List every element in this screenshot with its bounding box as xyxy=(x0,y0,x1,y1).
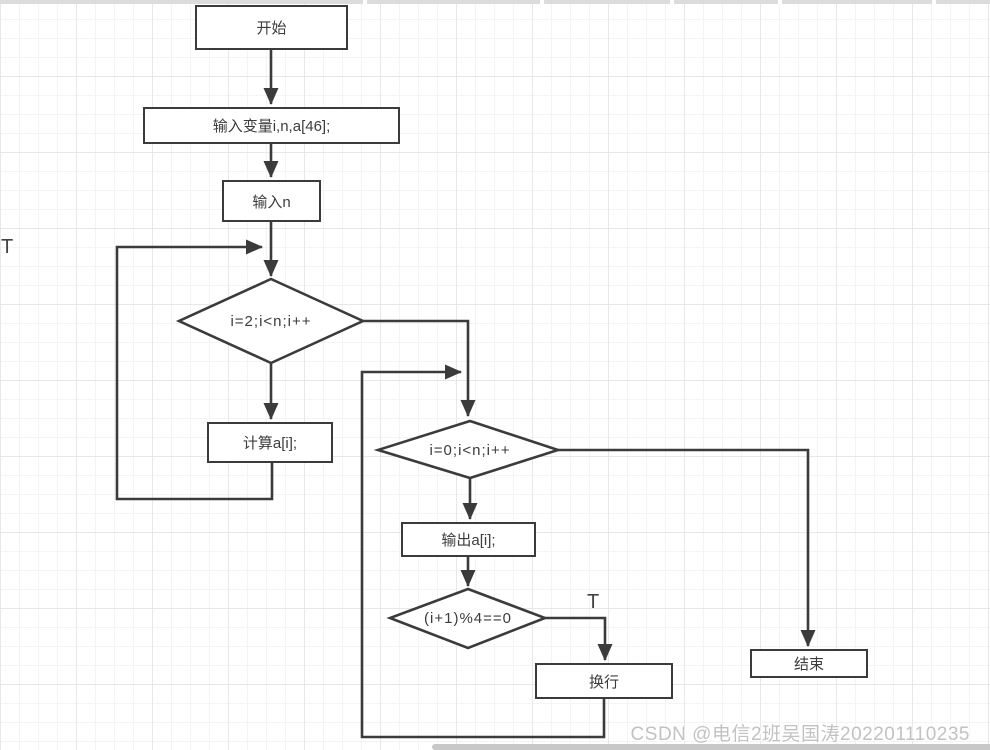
start-node[interactable]: 开始 xyxy=(195,5,348,50)
csdn-watermark: CSDN @电信2班吴国涛202201110235 xyxy=(630,724,970,745)
input-n-node-label: 输入n xyxy=(252,193,291,211)
output-node-label: 输出a[i]; xyxy=(441,532,496,549)
mod-check-diamond[interactable] xyxy=(386,587,549,650)
newline-node[interactable]: 换行 xyxy=(535,663,673,699)
end-node-label: 结束 xyxy=(793,656,824,673)
top-bar-gap xyxy=(363,0,367,4)
top-bar-gap xyxy=(778,0,782,4)
end-node[interactable]: 结束 xyxy=(750,649,868,678)
inner-loop-diamond[interactable] xyxy=(373,419,563,480)
connector-outer-loop-to-inner-loop[interactable] xyxy=(363,319,476,417)
connector-newline-loopback[interactable] xyxy=(360,364,606,739)
input-vars-node[interactable]: 输入变量i,n,a[46]; xyxy=(143,107,400,144)
top-bar-gap xyxy=(932,0,936,4)
calc-node-label: 计算a[i]; xyxy=(242,435,298,452)
connector-calc-loopback[interactable] xyxy=(115,239,274,501)
top-bar-gap xyxy=(670,0,674,4)
start-node-label: 开始 xyxy=(256,20,287,37)
horizontal-scrollbar[interactable] xyxy=(432,744,990,750)
mod-check-true-label: T xyxy=(587,591,600,613)
outer-loop-diamond[interactable] xyxy=(175,277,367,365)
canvas-top-border xyxy=(0,0,990,4)
connector-mod-check-to-newline[interactable] xyxy=(545,616,613,661)
input-n-node[interactable]: 输入n xyxy=(222,180,321,222)
outer-loop-true-label: T xyxy=(1,236,14,258)
output-node[interactable]: 输出a[i]; xyxy=(401,522,536,557)
input-vars-node-label: 输入变量i,n,a[46]; xyxy=(212,118,331,135)
connector-inner-loop-to-end[interactable] xyxy=(558,448,816,647)
calc-node[interactable]: 计算a[i]; xyxy=(207,422,333,463)
newline-node-label: 换行 xyxy=(588,673,619,691)
top-bar-gap xyxy=(540,0,544,4)
